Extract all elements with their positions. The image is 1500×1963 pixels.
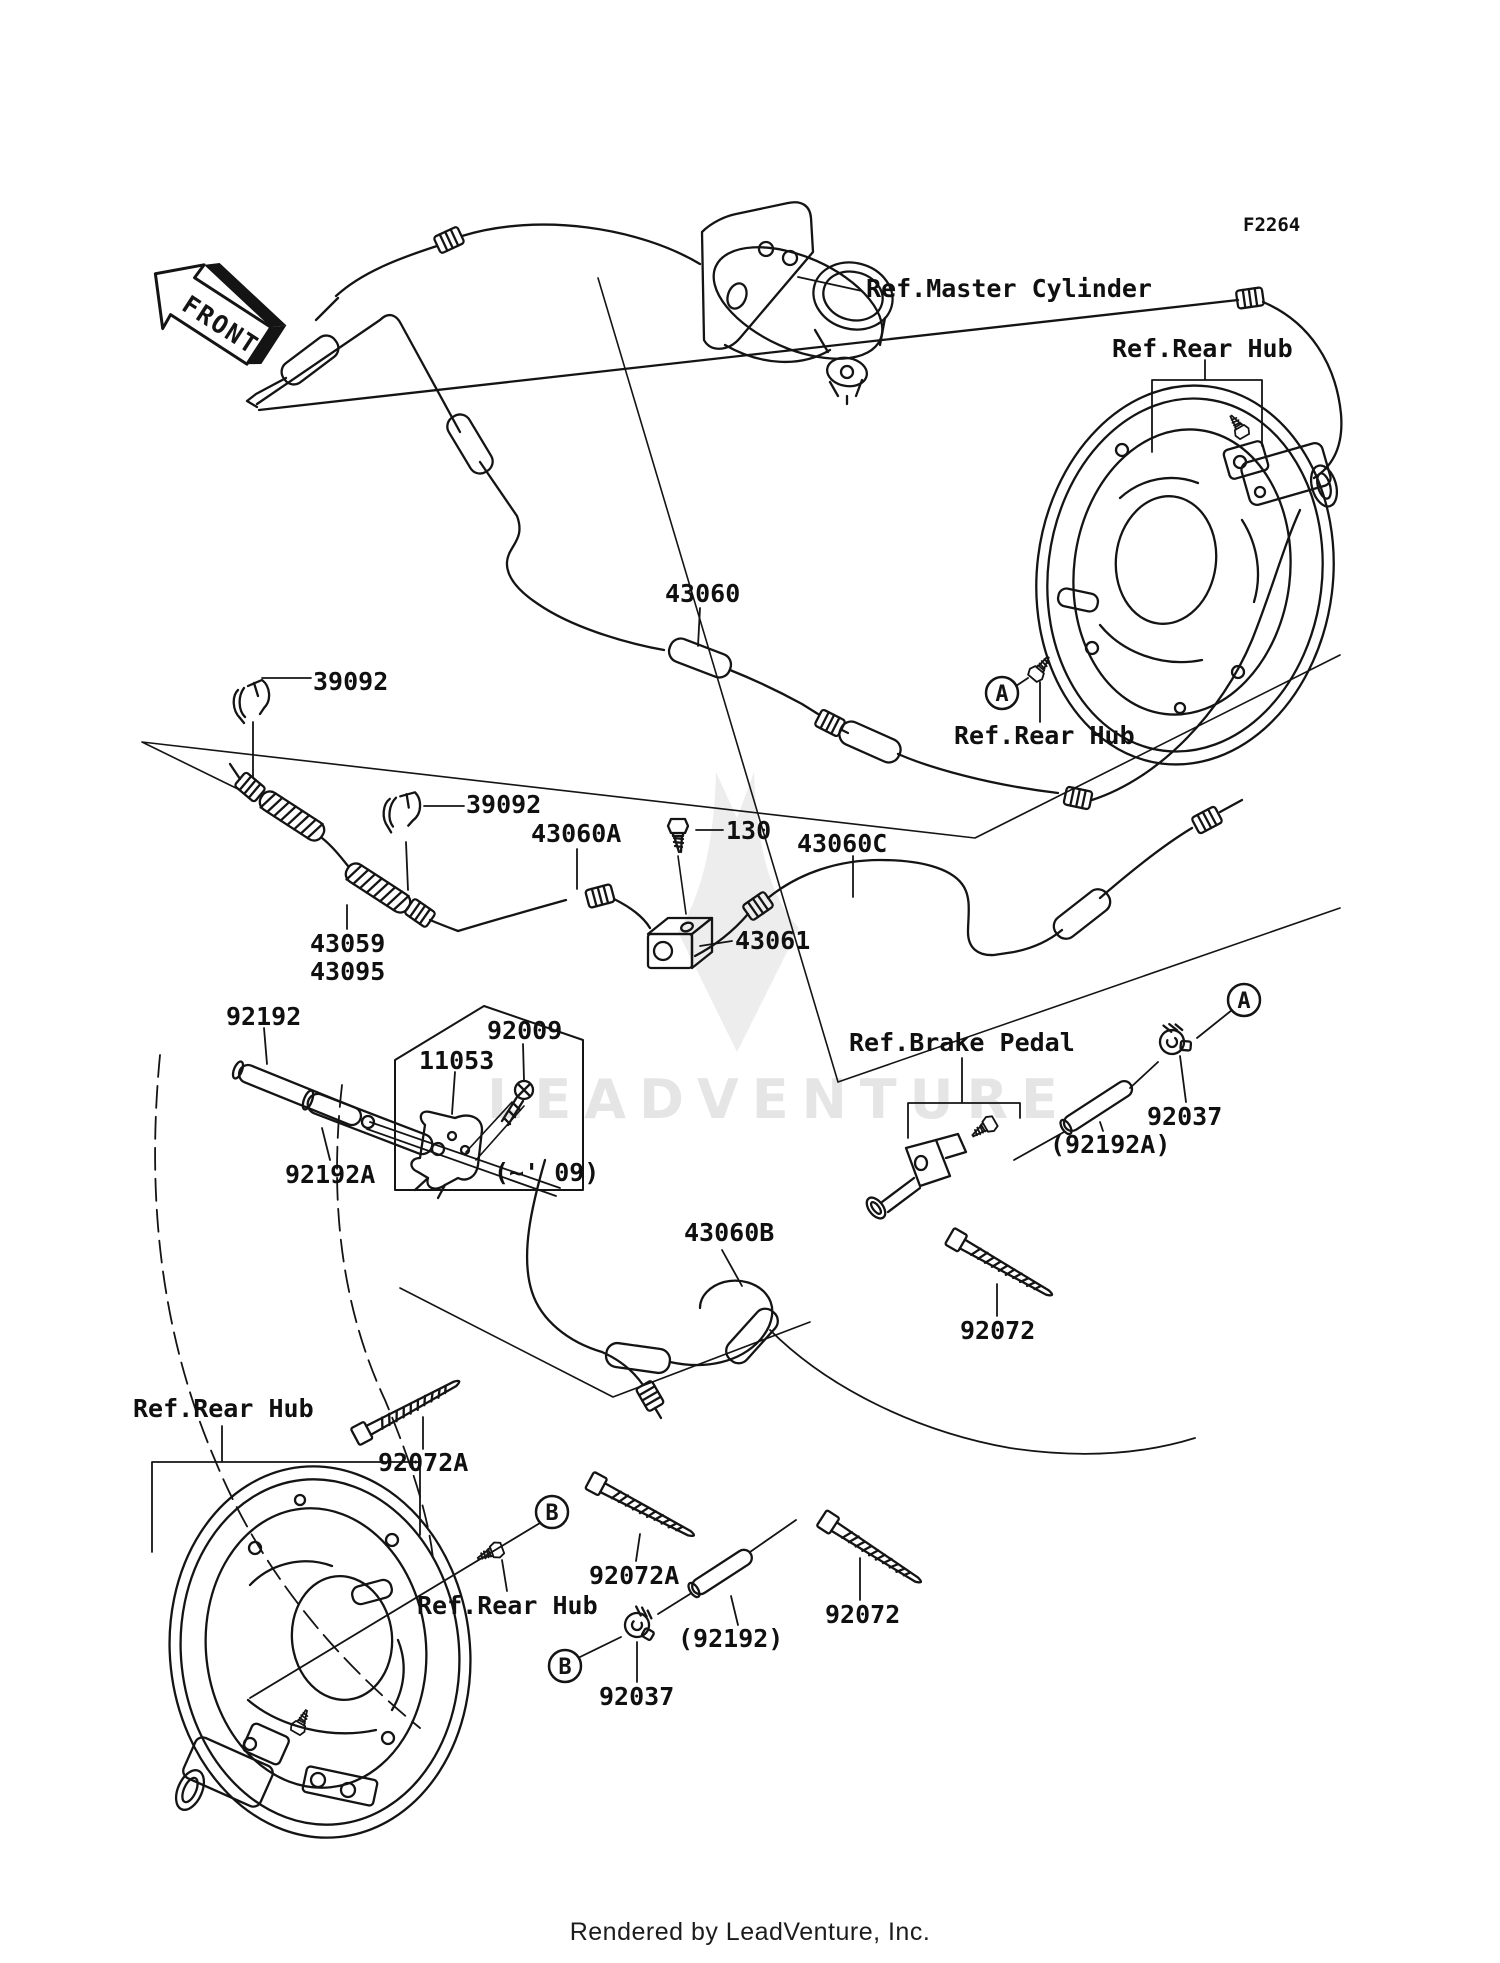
label-43059: 43059 bbox=[310, 929, 386, 958]
label-92009: 92009 bbox=[487, 1016, 563, 1045]
rod-92192a-upper bbox=[301, 1089, 446, 1157]
label-92037-bottom: 92037 bbox=[599, 1682, 675, 1711]
ref-master-cylinder-label: Ref.Master Cylinder bbox=[866, 274, 1152, 303]
cable-tie-92072-right bbox=[943, 1226, 1058, 1305]
ref-rear-hub-mid-label: Ref.Rear Hub bbox=[954, 721, 1135, 750]
label-92192a-paren: (92192A) bbox=[1050, 1130, 1171, 1159]
label-43060b: 43060B bbox=[684, 1218, 775, 1247]
cable-tie-92072a-upper bbox=[349, 1372, 465, 1447]
box-11053 bbox=[394, 1005, 584, 1191]
leadventure-logo-watermark bbox=[678, 772, 799, 1052]
ref-rear-hub-top-label: Ref.Rear Hub bbox=[1112, 334, 1293, 363]
label-92192: 92192 bbox=[226, 1002, 302, 1031]
pointer-lines bbox=[141, 277, 1341, 1398]
marker-a-mid: A bbox=[995, 682, 1008, 707]
label-11053: 11053 bbox=[419, 1046, 495, 1075]
clip-39092-a bbox=[232, 678, 271, 725]
label-39092-a: 39092 bbox=[313, 667, 389, 696]
marker-b-lower: B bbox=[558, 1655, 571, 1680]
rear-hub-bottom-left bbox=[168, 1465, 506, 1839]
ref-rear-hub-bottom-mid-label: Ref.Rear Hub bbox=[417, 1591, 598, 1620]
clamp-92037-bottom bbox=[621, 1604, 660, 1643]
label-92192-paren: (92192) bbox=[678, 1624, 784, 1653]
cable-tie-92072a-lower bbox=[583, 1470, 700, 1546]
front-arrow: FRONT bbox=[153, 262, 287, 366]
label-43060c: 43060C bbox=[797, 829, 888, 858]
bracket-11053 bbox=[410, 1110, 484, 1200]
rod-92192-bottom bbox=[657, 1519, 797, 1615]
rod-92192 bbox=[231, 1060, 561, 1197]
rear-hub-top-right bbox=[1035, 384, 1339, 766]
rod-92192a-right bbox=[1013, 1061, 1159, 1161]
ref-markers: A A B B bbox=[534, 675, 1262, 1684]
label-92072a-lower: 92072A bbox=[589, 1561, 680, 1590]
leader-lines bbox=[151, 276, 1263, 1699]
label-39092-b: 39092 bbox=[466, 790, 542, 819]
label-92072-right: 92072 bbox=[960, 1316, 1036, 1345]
clamp-92037-right bbox=[1154, 1018, 1195, 1059]
label-43060: 43060 bbox=[665, 579, 741, 608]
marker-b-upper: B bbox=[545, 1501, 558, 1526]
brake-pipe-43060a bbox=[456, 882, 652, 933]
bolt-130 bbox=[666, 817, 690, 915]
label-92072a-upper: 92072A bbox=[378, 1448, 469, 1477]
brake-pipe-43060b bbox=[525, 1158, 1196, 1455]
cable-tie-92072-bottom bbox=[815, 1508, 928, 1592]
label-43061: 43061 bbox=[735, 926, 811, 955]
label-92037-right: 92037 bbox=[1147, 1102, 1223, 1131]
marker-a-right: A bbox=[1237, 989, 1250, 1014]
junction-43061 bbox=[646, 916, 714, 970]
brake-pipe-43060 bbox=[245, 223, 1343, 811]
master-cylinder-drawing bbox=[700, 201, 894, 406]
label-43060a: 43060A bbox=[531, 819, 622, 848]
footer-credit: Rendered by LeadVenture, Inc. bbox=[569, 1918, 931, 1946]
hose-43059-43095 bbox=[228, 762, 460, 933]
screw-92009 bbox=[465, 1079, 535, 1161]
ref-brake-pedal-label: Ref.Brake Pedal bbox=[849, 1028, 1075, 1057]
brake-pedal-bracket bbox=[865, 1113, 1000, 1220]
brake-pipe-43060c bbox=[693, 798, 1244, 958]
label-92072-bottom: 92072 bbox=[825, 1600, 901, 1629]
label-note-09: (~' 09) bbox=[494, 1158, 600, 1187]
clip-39092-b bbox=[379, 787, 424, 838]
ref-rear-hub-bottom-left-label: Ref.Rear Hub bbox=[133, 1394, 314, 1423]
figure-code: F2264 bbox=[1243, 214, 1301, 236]
label-43095: 43095 bbox=[310, 957, 386, 986]
label-92192a: 92192A bbox=[285, 1160, 376, 1189]
phantom-routing-curves bbox=[154, 1054, 434, 1729]
label-130: 130 bbox=[726, 816, 772, 845]
